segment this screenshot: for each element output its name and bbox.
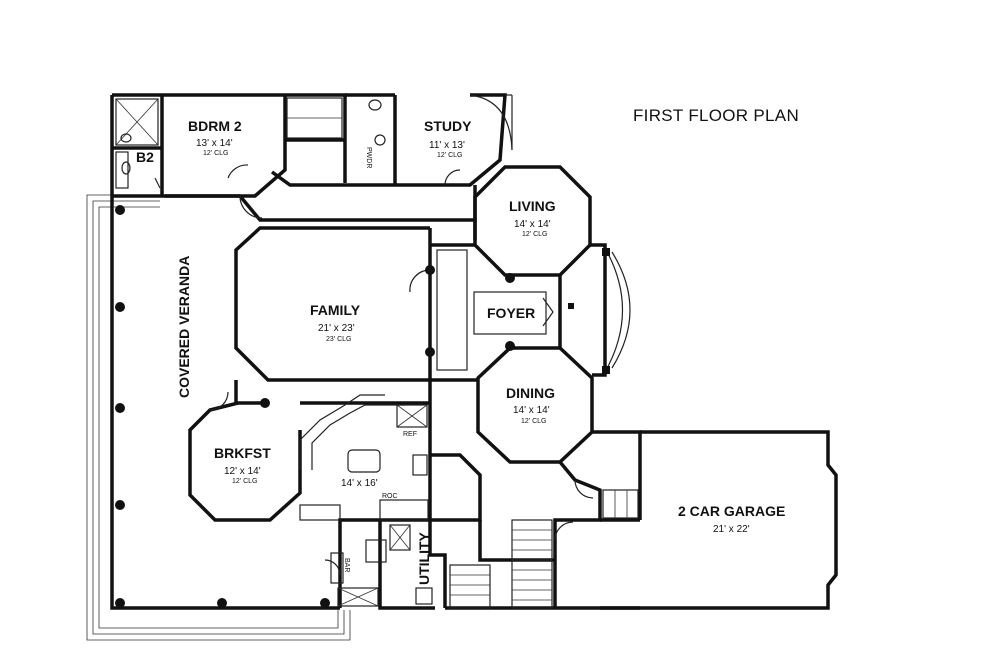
family-name: FAMILY [310, 302, 361, 318]
dining-clg: 12' CLG [521, 418, 546, 425]
kitchen-size: 14' x 16' [341, 478, 378, 489]
walls [110, 93, 838, 610]
living-size: 14' x 14' [514, 219, 551, 230]
brkfst-size: 12' x 14' [224, 466, 261, 477]
living-clg: 12' CLG [522, 231, 547, 238]
columns [115, 205, 610, 608]
family-clg: 23' CLG [326, 336, 351, 343]
veranda-outline [86, 194, 351, 641]
dining-name: DINING [506, 385, 555, 401]
fixtures [115, 97, 639, 609]
foyer-name: FOYER [487, 305, 535, 321]
bdrm2-clg: 12' CLG [203, 150, 228, 157]
living-name: LIVING [509, 198, 556, 214]
pwdr-name: PWDR [365, 147, 372, 168]
brkfst-clg: 12' CLG [232, 478, 257, 485]
stairs [449, 519, 553, 609]
bdrm2-size: 13' x 14' [196, 138, 233, 149]
veranda-name: COVERED VERANDA [176, 256, 192, 398]
ref-label: REF [403, 431, 417, 438]
b2-name: B2 [136, 149, 154, 165]
dining-size: 14' x 14' [513, 405, 550, 416]
study-clg: 12' CLG [437, 152, 462, 159]
garage-size: 21' x 22' [713, 524, 750, 535]
utility-label: UTILITY [416, 531, 432, 585]
room-labels: BDRM 2 13' x 14' 12' CLG B2 PWDR STUDY 1… [136, 118, 785, 585]
garage-name: 2 CAR GARAGE [678, 503, 785, 519]
bar-label: BAR [343, 558, 350, 572]
brkfst-name: BRKFST [214, 445, 271, 461]
study-size: 11' x 13' [429, 140, 465, 151]
bdrm2-name: BDRM 2 [188, 118, 242, 134]
study-name: STUDY [424, 118, 472, 134]
plan-title: FIRST FLOOR PLAN [633, 106, 799, 125]
roc-label: ROC [382, 493, 398, 500]
family-size: 21' x 23' [318, 323, 355, 334]
